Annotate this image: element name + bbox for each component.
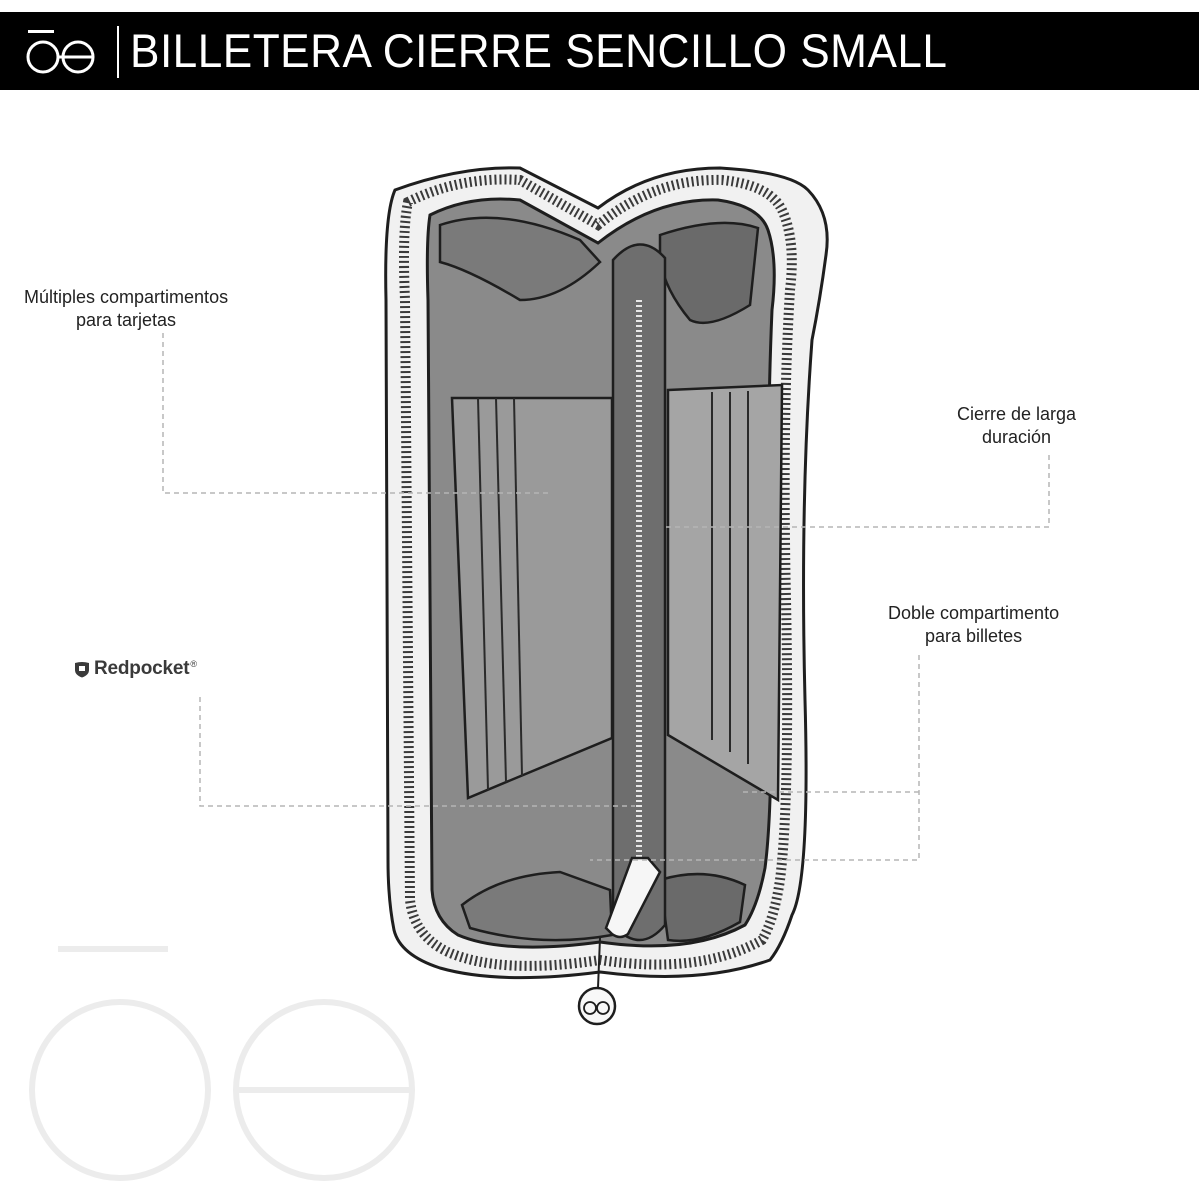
oe-charm-icon — [577, 937, 617, 1026]
leader-line-zipper — [662, 455, 1050, 528]
zipper-pull — [604, 856, 662, 939]
leader-line-brand — [199, 697, 635, 807]
left-card-panel — [450, 396, 614, 800]
header-bar: BILLETERA CIERRE SENCILLO SMALL — [0, 12, 1199, 90]
top-left-pocket — [438, 216, 602, 302]
right-card-panel — [666, 383, 784, 803]
bottom-right-pocket — [658, 872, 747, 943]
page-title: BILLETERA CIERRE SENCILLO SMALL — [130, 24, 948, 77]
oe-watermark-icon — [29, 946, 415, 1181]
oe-logo-icon — [26, 30, 95, 74]
callout-zipper: Cierre de larga duración — [957, 404, 1077, 447]
leader-line-bills — [590, 655, 920, 861]
header-separator — [117, 26, 119, 78]
brand-redpocket: Redpocket ® — [74, 656, 197, 682]
brand-name: Redpocket — [94, 658, 190, 679]
registered-mark: ® — [190, 659, 197, 669]
callout-card-compartments: Múltiples compartimentos para tarjetas — [24, 287, 229, 330]
callout-bill-compartments: Doble compartimento para billetes — [888, 603, 1060, 646]
shield-icon — [75, 661, 89, 677]
top-right-pocket — [658, 221, 760, 325]
